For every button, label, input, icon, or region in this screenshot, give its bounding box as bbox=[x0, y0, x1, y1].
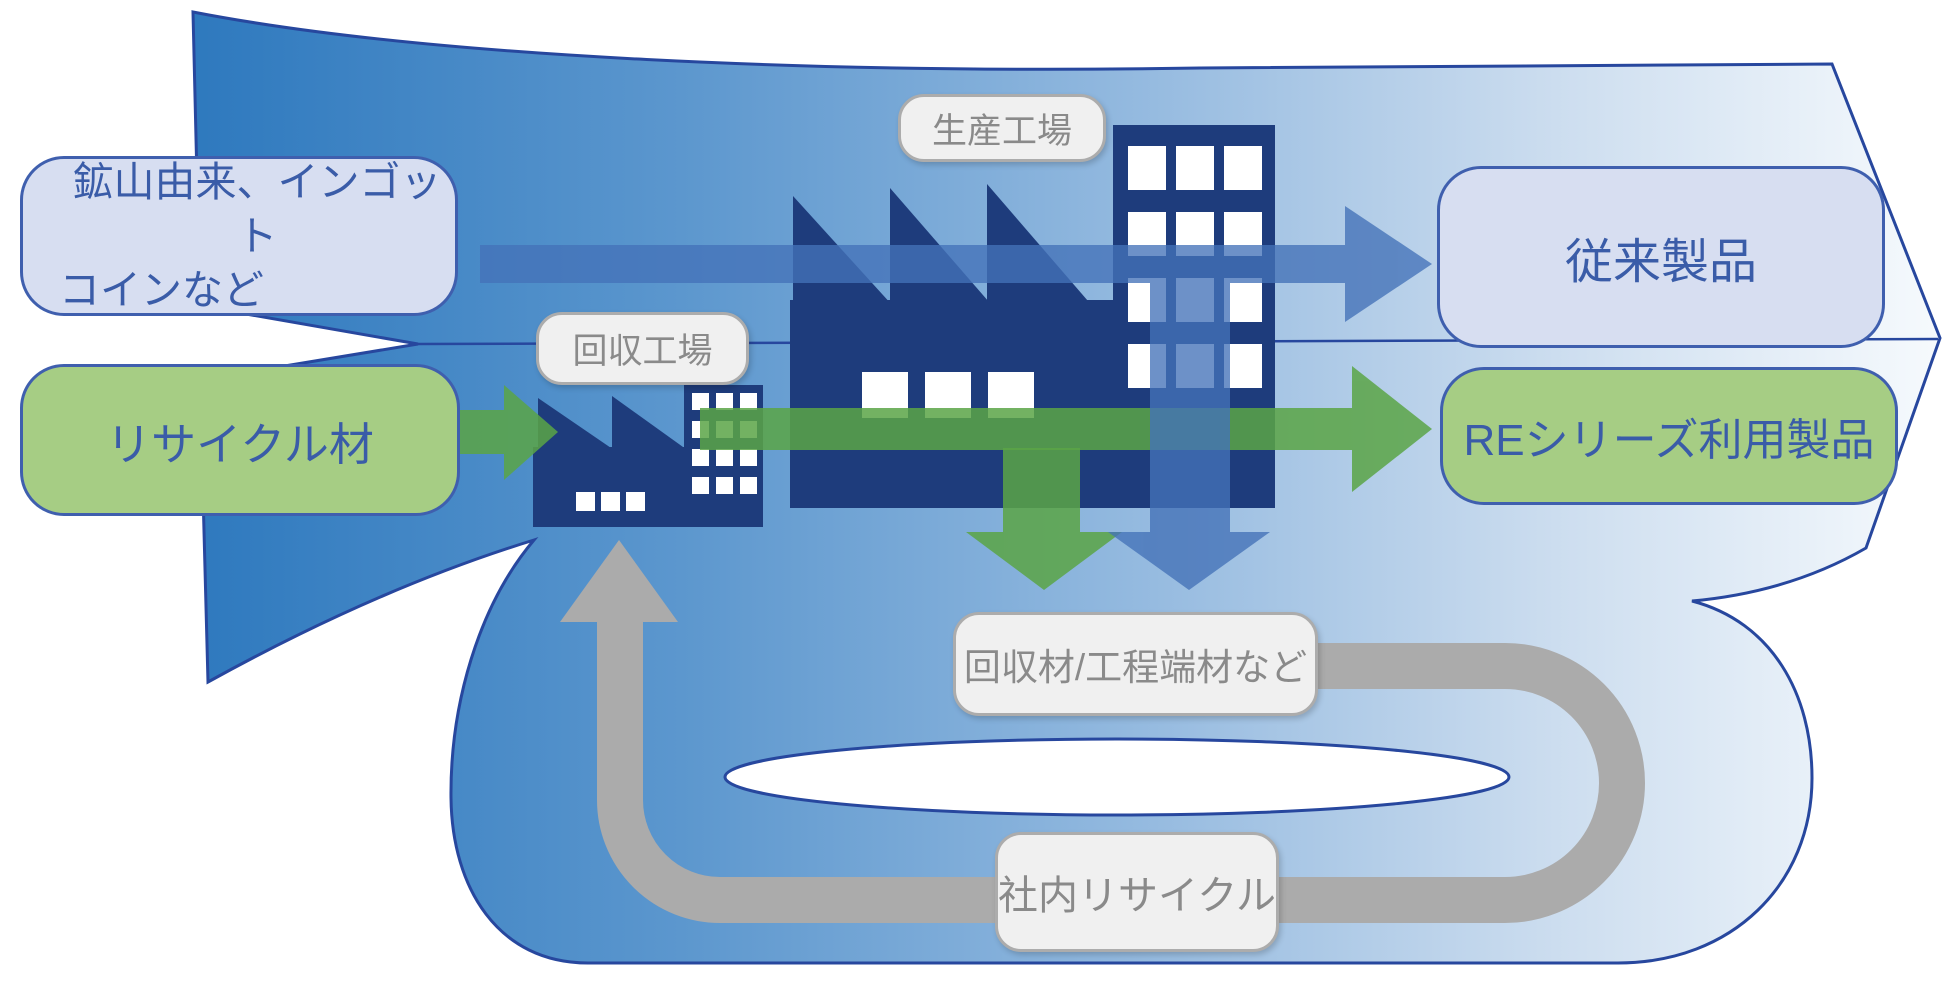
conventional-products-text: 従来製品 bbox=[1564, 236, 1757, 289]
blue-down-arrow-icon bbox=[1108, 283, 1270, 590]
blue-flow-right-arrow-icon bbox=[480, 206, 1432, 322]
re-series-products-text: REシリーズ利用製品 bbox=[1463, 416, 1875, 465]
recycled-material-box: リサイクル材 bbox=[20, 364, 460, 516]
gray-recycle-loop-arrow-icon bbox=[560, 540, 1645, 923]
mine-source-text: 鉱山由来、インゴット コインなど bbox=[59, 158, 442, 314]
collection-factory-label: 回収工場 bbox=[536, 312, 749, 385]
mine-source-box: 鉱山由来、インゴット コインなど bbox=[20, 156, 458, 316]
conventional-products-box: 従来製品 bbox=[1437, 166, 1885, 348]
collected-scrap-label: 回収材/工程端材など bbox=[953, 612, 1318, 716]
green-down-arrow-icon bbox=[966, 448, 1122, 590]
re-series-products-box: REシリーズ利用製品 bbox=[1440, 367, 1898, 505]
green-flow-right-arrow-icon bbox=[458, 366, 1432, 492]
recycled-material-text: リサイクル材 bbox=[106, 418, 374, 470]
production-factory-label: 生産工場 bbox=[898, 94, 1106, 162]
internal-recycle-label: 社内リサイクル bbox=[995, 832, 1279, 952]
